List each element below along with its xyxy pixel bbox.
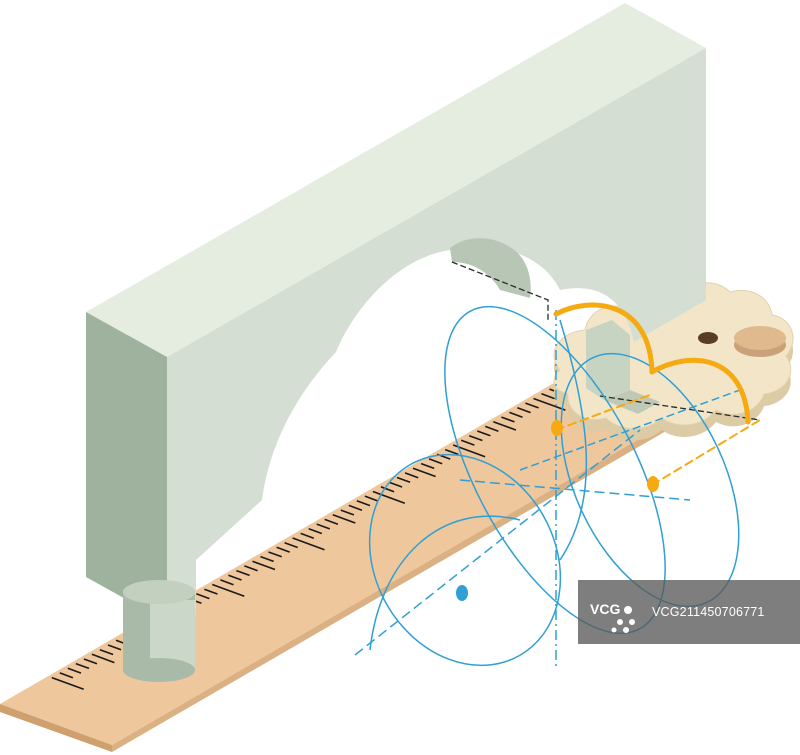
- ruler-tick: [59, 672, 74, 679]
- ruler-tick: [404, 472, 419, 479]
- ruler-tick: [268, 551, 282, 558]
- ruler-tick: [428, 458, 443, 465]
- ruler-side-edge: [112, 350, 792, 752]
- construction-circle-2: [368, 453, 562, 667]
- arch-block: [86, 3, 761, 682]
- ruler-tick: [284, 541, 298, 549]
- ruler-tick: [220, 579, 234, 586]
- highlight-arcs: [551, 302, 761, 492]
- watermark-id: VCG211450706771: [652, 605, 765, 619]
- ruler-tick: [51, 676, 84, 691]
- ruler-tick: [204, 588, 218, 595]
- ruler-tick: [420, 462, 435, 470]
- ruler-tick: [99, 648, 114, 656]
- orange-dashed-line: [555, 394, 651, 431]
- ruler-tick: [372, 490, 406, 504]
- ruler-tick: [236, 569, 250, 577]
- ruler-tick: [75, 662, 90, 670]
- ruler-tick: [212, 583, 245, 597]
- ruler-tick: [380, 486, 395, 493]
- arch-inner-recess: [450, 238, 531, 298]
- ruler-tick: [396, 476, 411, 484]
- ruler-tick: [340, 509, 355, 516]
- ruler-tick: [509, 411, 523, 418]
- construction-point-blue: [456, 585, 468, 601]
- ruler-tick: [501, 416, 515, 423]
- hidden-edge-dashed: [451, 261, 549, 320]
- arch-side-face: [86, 312, 167, 622]
- ruler-tick: [260, 555, 274, 563]
- vcg-logo-letters: VCG: [590, 601, 620, 617]
- ruler-tick: [308, 527, 323, 535]
- ruler-tick: [533, 397, 566, 411]
- ruler-tick: [332, 513, 356, 524]
- ruler-tick: [468, 434, 483, 442]
- cloud-hole: [698, 332, 718, 344]
- ruler-tick: [83, 658, 98, 665]
- ruler-tick: [485, 425, 499, 432]
- orange-arc-1: [553, 302, 655, 375]
- cloud-knob: [734, 326, 786, 350]
- ruler-tick: [67, 667, 82, 674]
- ruler-tick: [412, 467, 436, 478]
- orange-arc-2: [649, 357, 751, 425]
- arch-front-face: [167, 48, 706, 622]
- ruler-tick: [244, 565, 258, 572]
- ruler-tick: [300, 532, 315, 539]
- ruler-tick: [364, 495, 379, 502]
- ruler-tick: [517, 407, 531, 414]
- ruler-tick: [348, 504, 363, 512]
- ruler-tick: [276, 546, 290, 553]
- ruler-tick: [444, 448, 459, 456]
- horizontal-dashed-line: [459, 479, 691, 501]
- vcg-logo-icon: VCG: [590, 601, 635, 633]
- ruler-tick: [252, 560, 276, 571]
- arch-left-leg: [123, 580, 195, 682]
- ruler-tick: [91, 653, 115, 664]
- ruler-tick: [356, 500, 371, 507]
- ruler-tick: [388, 481, 403, 488]
- ruler-tick: [228, 574, 242, 581]
- construction-arc-1: [559, 319, 588, 561]
- construction-arc-2: [369, 515, 521, 651]
- ruler-tick: [525, 402, 539, 409]
- ruler-tick: [541, 393, 555, 400]
- arch-top-face: [86, 3, 706, 357]
- diagonal-dashed-line: [354, 429, 641, 656]
- watermark-banner: VCG VCG211450706771: [578, 580, 800, 644]
- left-leg-top: [123, 580, 195, 604]
- orange-point-1: [551, 420, 563, 436]
- ruler-tick: [493, 420, 517, 431]
- orange-point-2: [647, 476, 659, 492]
- ruler-tick: [292, 537, 325, 551]
- orange-dashed-line-2: [651, 419, 761, 486]
- left-leg-base: [123, 658, 195, 682]
- ruler-front-edge: [0, 704, 112, 752]
- ruler-tick: [107, 644, 122, 651]
- ruler-tick: [316, 523, 331, 530]
- ruler-tick: [196, 593, 210, 600]
- ruler-tick: [477, 430, 491, 437]
- ruler-tick: [460, 439, 475, 446]
- arch-right-leg: [586, 320, 630, 400]
- construction-lines: [354, 305, 741, 670]
- ruler-tick: [324, 518, 339, 525]
- dashed-cross-line: [519, 389, 741, 471]
